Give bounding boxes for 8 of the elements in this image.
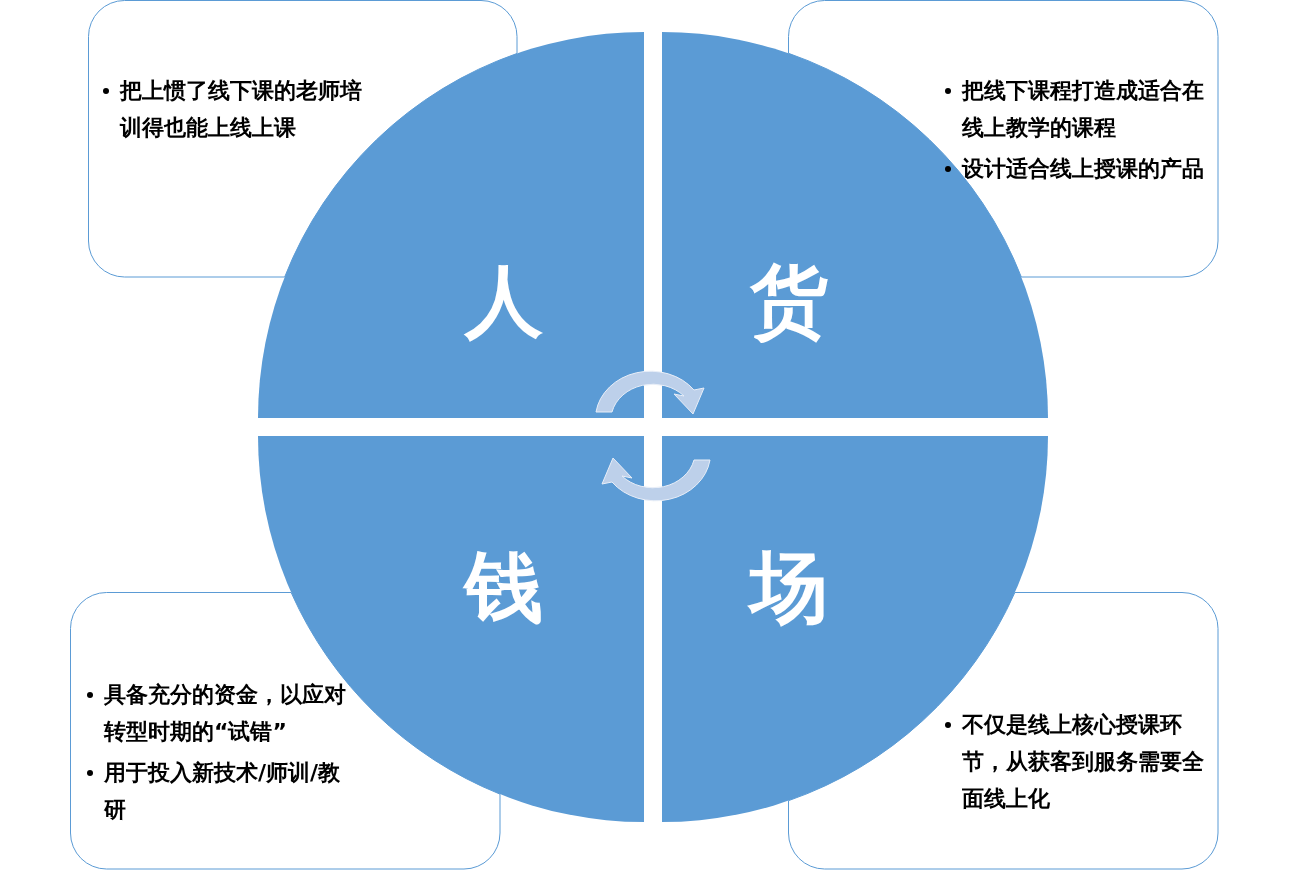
bullet-text: 用于投入新技术/师训/教研 — [84, 754, 348, 828]
quadrant-title: 人 — [465, 262, 543, 340]
bullet-text: 把上惯了线下课的老师培训得也能上线上课 — [100, 72, 364, 146]
bullet-text: 具备充分的资金，以应对转型时期的“试错” — [84, 676, 348, 750]
bullet-text: 不仅是线上核心授课环节，从获客到服务需要全面线上化 — [942, 706, 1206, 817]
quadrant-title: 钱 — [465, 548, 543, 626]
bullet-text: 把线下课程打造成适合在线上教学的课程 — [942, 72, 1206, 146]
bullet-text: 设计适合线上授课的产品 — [942, 150, 1206, 187]
